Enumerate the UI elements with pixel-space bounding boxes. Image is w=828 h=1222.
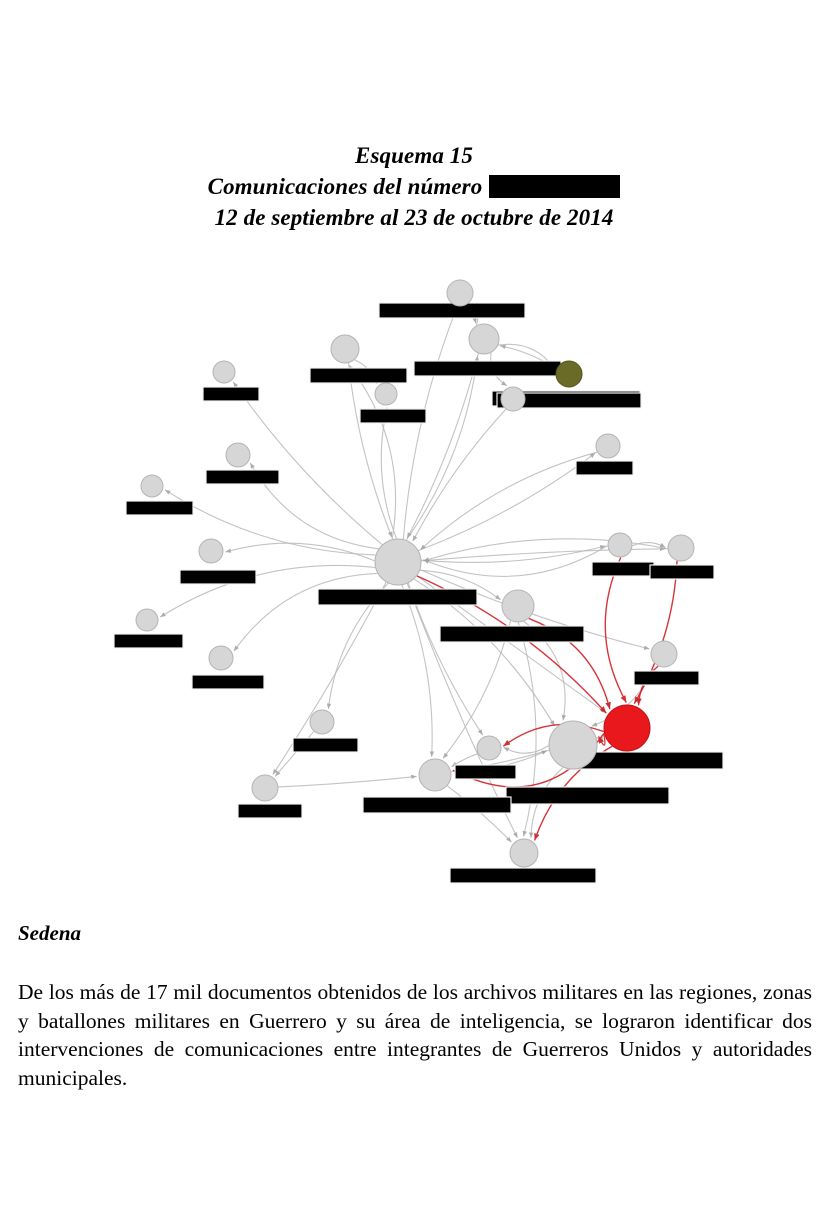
graph-node bbox=[225, 442, 251, 468]
redacted-node-label bbox=[309, 367, 408, 384]
redacted-node-label bbox=[575, 460, 634, 476]
graph-node-highlighted bbox=[603, 704, 651, 752]
graph-node bbox=[476, 735, 502, 761]
graph-edge bbox=[412, 409, 507, 542]
redacted-node-label bbox=[359, 408, 427, 424]
graph-edge bbox=[632, 542, 666, 548]
redacted-node-label bbox=[179, 569, 257, 585]
graph-edge bbox=[160, 564, 376, 618]
node-layer bbox=[135, 279, 695, 868]
graph-node bbox=[309, 709, 335, 735]
redacted-node-label bbox=[649, 564, 715, 580]
figure-subtitle: Comunicaciones del número bbox=[0, 171, 828, 202]
graph-edge bbox=[420, 451, 598, 550]
redacted-node-label bbox=[633, 670, 700, 686]
graph-node bbox=[374, 382, 398, 406]
graph-edge bbox=[423, 545, 608, 577]
graph-node-olive bbox=[555, 360, 583, 388]
source-label: Sedena bbox=[18, 921, 81, 945]
graph-edge bbox=[274, 731, 315, 777]
redacted-node-label bbox=[362, 796, 512, 814]
redacted-node-label bbox=[413, 360, 562, 377]
graph-edge bbox=[503, 745, 549, 754]
graph-edge bbox=[503, 723, 604, 747]
graph-edge bbox=[407, 583, 483, 736]
graph-node bbox=[251, 774, 279, 802]
graph-node bbox=[468, 323, 500, 355]
figure-number: Esquema 15 bbox=[355, 143, 473, 168]
redacted-node-label bbox=[439, 625, 585, 643]
graph-edge bbox=[418, 452, 596, 551]
graph-edge bbox=[406, 355, 480, 541]
graph-node bbox=[208, 645, 234, 671]
graph-edge bbox=[164, 489, 376, 556]
redacted-node-label bbox=[292, 737, 359, 753]
graph-edge bbox=[420, 569, 650, 650]
redacted-node-label bbox=[202, 386, 260, 402]
redacted-node-label bbox=[454, 764, 517, 780]
graph-edge bbox=[419, 569, 501, 601]
redacted-node-label bbox=[113, 633, 184, 649]
graph-node bbox=[446, 279, 474, 307]
graph-node bbox=[330, 334, 360, 364]
network-graph-canvas bbox=[113, 279, 724, 884]
graph-edge bbox=[278, 774, 417, 788]
graph-edge bbox=[421, 546, 666, 562]
figure-date-range: 12 de septiembre al 23 de octubre de 201… bbox=[214, 205, 614, 230]
graph-edge bbox=[604, 557, 627, 703]
graph-node bbox=[135, 608, 159, 632]
graph-edge bbox=[451, 753, 478, 768]
redacted-node-label bbox=[125, 500, 194, 516]
graph-edge bbox=[232, 381, 383, 545]
graph-node bbox=[607, 532, 633, 558]
graph-edge bbox=[406, 353, 479, 539]
graph-node bbox=[667, 534, 695, 562]
graph-edge bbox=[348, 364, 397, 540]
graph-edge bbox=[272, 582, 387, 775]
graph-node bbox=[548, 720, 598, 770]
graph-edge bbox=[401, 585, 435, 757]
redacted-node-label bbox=[505, 786, 670, 805]
graph-edge bbox=[233, 572, 378, 652]
graph-node bbox=[198, 538, 224, 564]
graph-edge bbox=[348, 363, 393, 538]
graph-node bbox=[501, 589, 535, 623]
graph-edge bbox=[447, 785, 512, 843]
graph-node bbox=[212, 360, 236, 384]
redacted-node-label bbox=[205, 469, 280, 485]
redacted-node-label bbox=[496, 392, 642, 409]
redacted-node-label bbox=[591, 561, 655, 577]
graph-node bbox=[595, 433, 621, 459]
redacted-node-label bbox=[191, 674, 265, 690]
figure-subtitle-text: Comunicaciones del número bbox=[207, 174, 483, 199]
redacted-node-label bbox=[317, 588, 478, 606]
graph-edge bbox=[528, 618, 611, 710]
network-graph bbox=[0, 262, 828, 892]
graph-node bbox=[374, 538, 422, 586]
redacted-node-label bbox=[449, 867, 597, 884]
body-paragraph: De los más de 17 mil documentos obtenido… bbox=[18, 980, 812, 1090]
redacted-phone-number bbox=[489, 175, 621, 198]
graph-edge bbox=[225, 542, 375, 562]
redacted-node-label bbox=[378, 302, 526, 319]
graph-node bbox=[500, 386, 526, 412]
graph-node bbox=[140, 474, 164, 498]
graph-node bbox=[418, 758, 452, 792]
graph-edge bbox=[423, 538, 668, 562]
node-label-layer bbox=[113, 302, 724, 884]
graph-node bbox=[509, 838, 539, 868]
redacted-node-label bbox=[237, 803, 303, 819]
figure-title-block: Esquema 15 Comunicaciones del número 12 … bbox=[0, 140, 828, 233]
graph-node bbox=[650, 640, 678, 668]
